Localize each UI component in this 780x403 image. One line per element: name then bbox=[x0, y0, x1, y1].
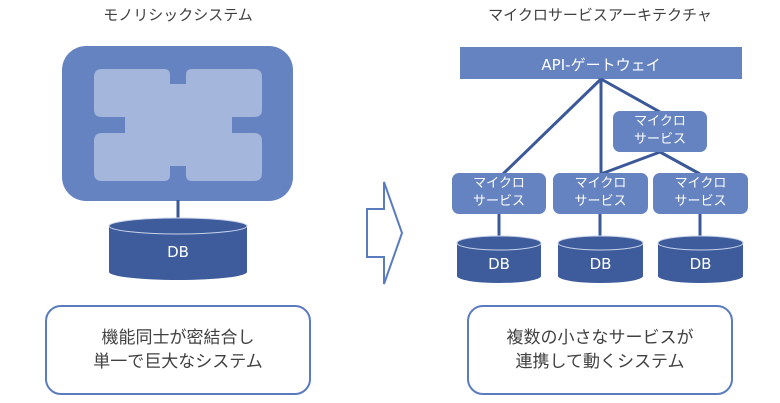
api-gateway-label: API-ゲートウェイ bbox=[541, 56, 661, 74]
microservice-label-line2: サービス bbox=[633, 132, 686, 147]
microservices-description-box: 複数の小さなサービスが 連携して動くシステム bbox=[467, 305, 733, 395]
gateway-connectors bbox=[497, 77, 702, 236]
monolith-description-line2: 単一で巨大なシステム bbox=[93, 352, 263, 372]
microservice-box-1 bbox=[452, 173, 546, 214]
microservice-label-line2: サービス bbox=[674, 194, 727, 209]
monolith-db-cylinder bbox=[108, 217, 248, 280]
microservice-db-label-2: DB bbox=[589, 255, 612, 273]
monolith-title: モノリシックシステム bbox=[103, 6, 253, 24]
microservice-label-line1: マイクロ bbox=[674, 176, 727, 191]
microservice-db-cylinder-3 bbox=[657, 235, 744, 283]
microservices-title: マイクロサービスアーキテクチャ bbox=[488, 6, 712, 24]
microservices-description-line1: 複数の小さなサービスが bbox=[506, 328, 694, 348]
monolith-db-label: DB bbox=[167, 243, 189, 261]
monolith-inner-modules bbox=[94, 69, 262, 181]
microservice-db-cylinder-1 bbox=[456, 235, 542, 283]
microservice-box-2 bbox=[553, 173, 648, 214]
monolith-description-line1: 機能同士が密結合し bbox=[101, 328, 255, 348]
api-gateway-box bbox=[460, 47, 742, 79]
microservice-label-line2: サービス bbox=[574, 194, 627, 209]
microservice-label-line1: マイクロ bbox=[574, 176, 627, 191]
microservice-box-top bbox=[613, 111, 707, 152]
microservice-db-label-3: DB bbox=[689, 255, 712, 273]
microservice-db-label-1: DB bbox=[488, 255, 510, 273]
monolith-description-box: 機能同士が密結合し 単一で巨大なシステム bbox=[45, 305, 311, 395]
microservice-label-3: マイクロ サービス bbox=[653, 175, 748, 211]
microservice-label-1: マイクロ サービス bbox=[452, 175, 546, 211]
microservice-label-line1: マイクロ bbox=[634, 114, 686, 129]
microservice-db-cylinder-2 bbox=[557, 235, 644, 283]
microservice-label-line1: マイクロ bbox=[473, 176, 525, 191]
microservice-label-line2: サービス bbox=[472, 194, 525, 209]
transition-arrow-icon bbox=[366, 181, 404, 285]
microservices-description-line2: 連携して動くシステム bbox=[515, 352, 685, 372]
microservice-box-3 bbox=[653, 173, 748, 214]
microservice-label-2: マイクロ サービス bbox=[553, 175, 648, 211]
microservice-label-top: マイクロ サービス bbox=[613, 113, 707, 149]
